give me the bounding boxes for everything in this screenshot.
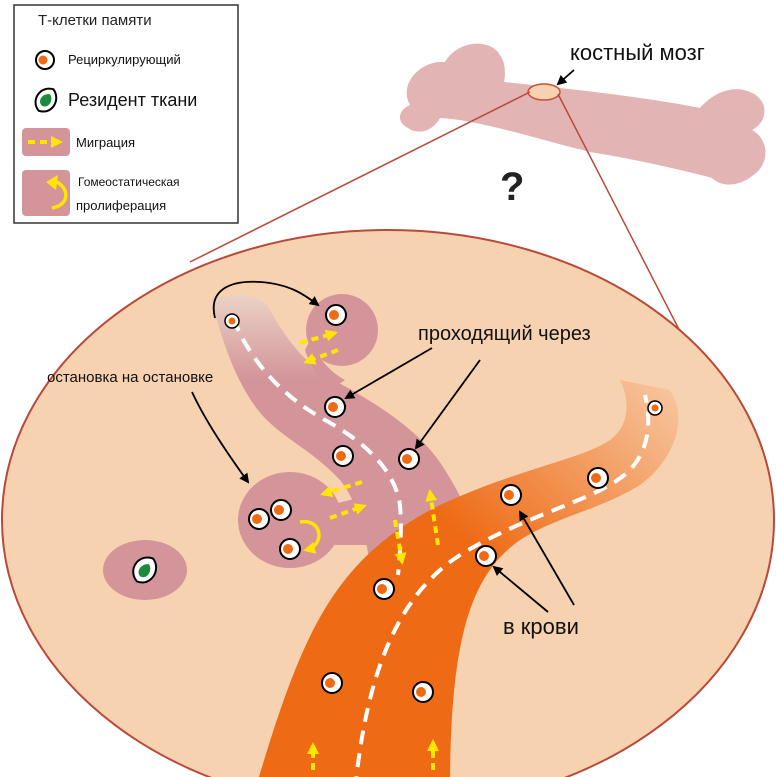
zoom-line-left: [189, 91, 531, 263]
cell-4: [332, 445, 354, 467]
legend-resident-icon: [34, 87, 58, 113]
recirculating-cells: [224, 304, 663, 703]
legend-recirculating-icon: [35, 50, 55, 70]
tissue-vessel: [212, 295, 470, 575]
cell-8: [279, 538, 301, 560]
cell-7: [270, 499, 292, 521]
legend-proliferation-label-1: Гомеостатическая: [78, 175, 180, 189]
upper-niche: [306, 294, 378, 366]
cell-3: [324, 396, 346, 418]
bone-marrow-spot: [527, 83, 561, 101]
blood-vessel-centerline: [353, 394, 651, 777]
legend-migration-icon: [22, 128, 70, 156]
cell-5: [398, 448, 420, 470]
label-stop-over: остановка на остановке: [47, 369, 213, 386]
cell-11: [500, 484, 522, 506]
annotation-arrows: [191, 69, 575, 613]
cell-12: [475, 545, 497, 567]
label-passing-through: проходящий через: [418, 323, 591, 345]
proliferation-arrow: [299, 519, 321, 554]
legend-resident-label: Резидент ткани: [68, 90, 197, 110]
legend-title: Т-клетки памяти: [38, 12, 152, 29]
cell-1: [224, 313, 240, 329]
cell-2: [325, 304, 347, 326]
legend-recirculating-label: Рециркулирующий: [68, 52, 181, 67]
label-question: ?: [500, 165, 524, 209]
legend-proliferation-icon: [22, 170, 70, 216]
bone-illustration: [399, 43, 766, 185]
cell-10: [587, 467, 609, 489]
migration-arrows: [299, 329, 440, 770]
cell-9: [647, 400, 663, 416]
resident-cell: [132, 556, 158, 584]
label-bone-marrow: костный мозг: [570, 40, 705, 65]
legend: Т-клетки памяти Рециркулирующий Резидент…: [13, 4, 239, 224]
blood-vessel: [255, 380, 679, 777]
legend-proliferation-label-2: пролиферация: [76, 198, 166, 213]
cell-13: [373, 578, 395, 600]
cell-14: [321, 672, 343, 694]
legend-migration-label: Миграция: [76, 135, 135, 150]
tissue-vessel-centerline: [231, 317, 403, 576]
label-in-blood: в крови: [503, 614, 579, 639]
cell-6: [248, 508, 270, 530]
cell-15: [412, 681, 434, 703]
